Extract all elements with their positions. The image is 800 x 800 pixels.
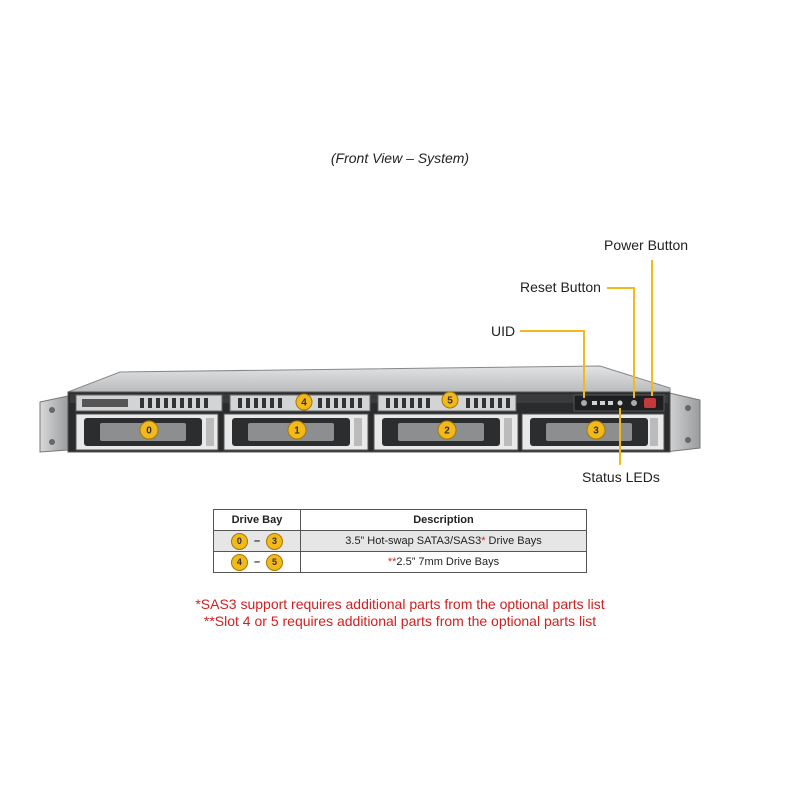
footnote-slot-4-5: **Slot 4 or 5 requires additional parts … — [203, 613, 597, 629]
status-led — [600, 401, 605, 405]
column-header-drive-bay: Drive Bay — [213, 509, 301, 531]
svg-text:4: 4 — [301, 398, 307, 409]
table-header-row: Drive Bay Description — [213, 509, 587, 531]
drive-badge-4: 4 — [295, 393, 313, 411]
description-suffix: Drive Bays — [485, 535, 542, 547]
description-text: 3.5” Hot-swap SATA3/SAS3 — [345, 535, 482, 547]
description-suffix: 2.5” 7mm Drive Bays — [396, 556, 500, 568]
status-led — [592, 401, 597, 405]
drive-badge-2: 2 — [437, 420, 457, 440]
footnote-mark: * — [481, 535, 486, 547]
drive-bay-description: 3.5” Hot-swap SATA3/SAS3* Drive Bays — [300, 530, 587, 552]
uid-button[interactable] — [581, 400, 587, 406]
callout-line-reset — [607, 287, 635, 398]
callout-status-leds: Status LEDs — [582, 469, 660, 485]
drive-badge-1: 1 — [287, 420, 307, 440]
drive-bay-range: 0–3 — [213, 530, 301, 552]
status-led — [617, 400, 623, 406]
callout-line-uid — [520, 330, 585, 398]
drive-bay-description: **2.5” 7mm Drive Bays — [300, 551, 587, 573]
svg-text:0: 0 — [146, 426, 152, 437]
range-dash: – — [253, 535, 261, 547]
drive-bay-range: 4–5 — [213, 551, 301, 573]
callout-reset-button: Reset Button — [520, 279, 601, 295]
drive-badge-from: 0 — [230, 532, 248, 550]
svg-text:3: 3 — [593, 426, 599, 437]
svg-text:5: 5 — [447, 396, 453, 407]
drive-badge-from: 4 — [230, 553, 248, 571]
footnote-mark: ** — [387, 556, 397, 568]
drive-badge-to: 3 — [266, 532, 284, 550]
figure-caption: (Front View – System) — [330, 150, 470, 166]
svg-text:1: 1 — [294, 426, 300, 437]
table-row: 0–3 3.5” Hot-swap SATA3/SAS3* Drive Bays — [213, 530, 587, 552]
callout-uid: UID — [491, 323, 516, 339]
drive-badges: 0 1 2 3 4 5 — [139, 391, 606, 440]
table-row: 4–5 **2.5” 7mm Drive Bays — [213, 551, 587, 573]
drive-badge-0: 0 — [139, 420, 159, 440]
control-panel — [573, 394, 665, 412]
drive-bay-table: Drive Bay Description 0–3 3.5” Hot-swap … — [213, 509, 587, 573]
column-header-description: Description — [300, 509, 587, 531]
callout-power-button: Power Button — [604, 237, 689, 253]
range-dash: – — [253, 556, 261, 568]
svg-text:2: 2 — [444, 426, 450, 437]
callout-lines — [520, 260, 653, 465]
front-vent-left — [75, 394, 223, 412]
drive-badge-3: 3 — [586, 420, 606, 440]
power-button[interactable] — [644, 398, 656, 408]
drive-badge-5: 5 — [441, 391, 459, 409]
drive-badge-to: 5 — [266, 553, 284, 571]
status-led — [608, 401, 613, 405]
footnotes: *SAS3 support requires additional parts … — [0, 596, 800, 630]
footnote-sas3: *SAS3 support requires additional parts … — [195, 596, 605, 612]
reset-button[interactable] — [631, 400, 637, 406]
rack-ear-left — [39, 395, 69, 453]
